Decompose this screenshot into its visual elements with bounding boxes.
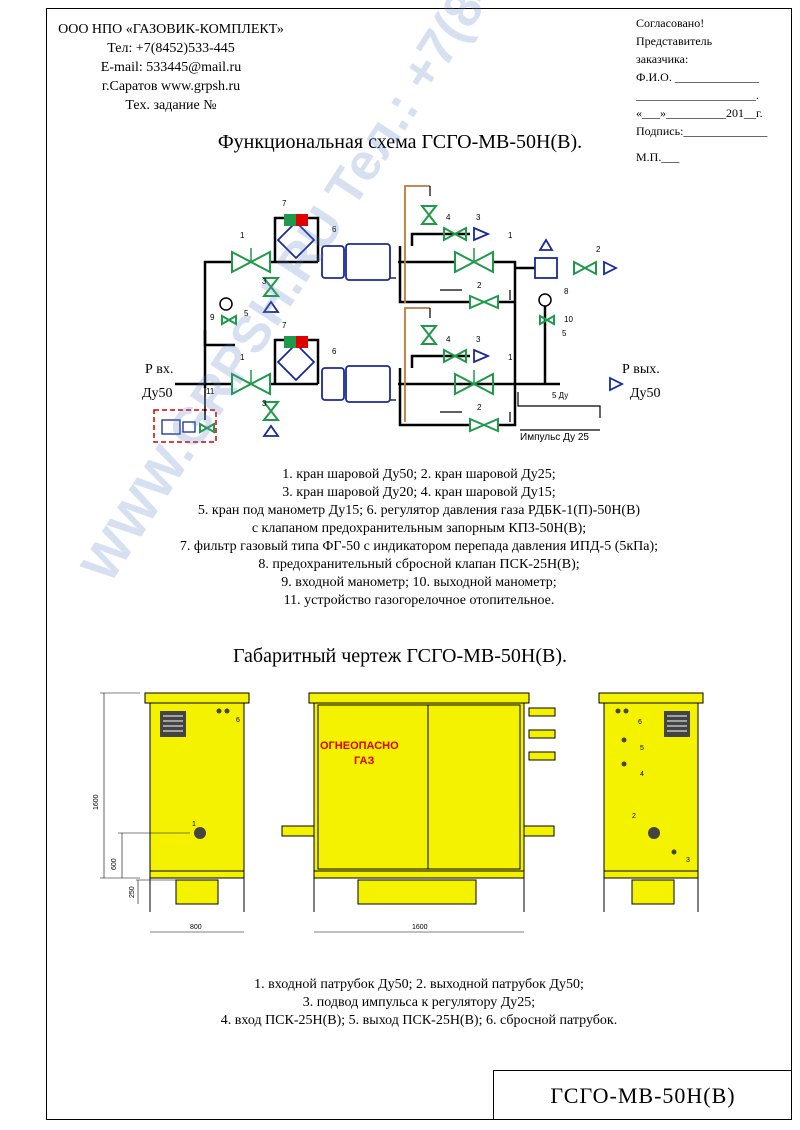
marker-1: 1 [192, 821, 196, 828]
stamp-place: М.П.___ [636, 150, 680, 164]
callout-11: 11 [206, 387, 215, 396]
legend-line: 1. входной патрубок Ду50; 2. выходной па… [254, 977, 584, 992]
outlet-label: Р вых. [622, 362, 660, 377]
callout-7: 7 [282, 199, 287, 208]
callout-7: 7 [282, 321, 287, 330]
company-name: ООО НПО «ГАЗОВИК-КОМПЛЕКТ» [58, 22, 284, 37]
callout-4: 4 [446, 335, 451, 344]
approval-line: Подпись:______________ [636, 124, 768, 138]
legend-line: 7. фильтр газовый типа ФГ-50 с индикатор… [179, 539, 659, 554]
drawing-title: Габаритный чертеж ГСГО-МВ-50Н(В). [232, 645, 568, 667]
warning-text: ГАЗ [354, 755, 374, 767]
marker-3: 3 [686, 857, 690, 864]
legend-line: 11. устройство газогорелочное отопительн… [283, 593, 555, 608]
dimension-base: 250 [129, 886, 136, 898]
callout-1: 1 [508, 231, 513, 240]
legend-line: 3. кран шаровой Ду20; 4. кран шаровой Ду… [282, 485, 556, 500]
marker-4: 4 [640, 771, 644, 778]
scheme-title: Функциональная схема ГСГО-МВ-50Н(В). [217, 131, 583, 153]
legend-line: 8. предохранительный сбросной клапан ПСК… [258, 557, 580, 572]
legend-line: 5. кран под манометр Ду15; 6. регулятор … [197, 503, 641, 518]
approval-block: Согласовано! Представитель заказчика: Ф.… [636, 14, 767, 140]
marker-5: 5 [640, 745, 644, 752]
callout-2: 2 [477, 403, 482, 412]
callout-8: 8 [564, 287, 569, 296]
technical-task: Тех. задание № [125, 98, 217, 113]
inlet-label: Р вх. [145, 362, 174, 377]
legend-line: 3. подвод импульса к регулятору Ду25; [302, 995, 536, 1010]
approval-line: «___»__________201__г. [636, 106, 763, 120]
impulse-label: Импульс Ду 25 [520, 432, 589, 443]
callout-3: 3 [262, 399, 267, 408]
callout-2: 2 [596, 245, 601, 254]
approval-line: Представитель [636, 34, 713, 48]
callout-6: 6 [332, 225, 337, 234]
inlet-size: Ду50 [142, 386, 173, 401]
scheme-legend: 1. кран шаровой Ду50; 2. кран шаровой Ду… [46, 466, 792, 610]
marker-2: 2 [632, 813, 636, 820]
callout-5: 5 [244, 309, 249, 318]
legend-line: с клапаном предохранительным запорным КП… [251, 521, 587, 536]
drawing-legend: 1. входной патрубок Ду50; 2. выходной па… [46, 976, 792, 1030]
callout-1: 1 [240, 353, 245, 362]
company-city-site: г.Саратов www.grpsh.ru [101, 79, 241, 94]
legend-line: 9. входной манометр; 10. выходной маноме… [281, 575, 557, 590]
outlet-size: Ду50 [630, 386, 661, 401]
company-block: ООО НПО «ГАЗОВИК-КОМПЛЕКТ» Тел: +7(8452)… [46, 20, 296, 115]
dimension-5du: 5 Ду [552, 391, 568, 400]
dimension-inlet: 600 [111, 858, 118, 870]
callout-4: 4 [446, 213, 451, 222]
callout-1: 1 [508, 353, 513, 362]
marker-6: 6 [638, 719, 642, 726]
dimension-depth: 800 [190, 924, 202, 931]
callout-1: 1 [240, 231, 245, 240]
callout-2: 2 [477, 281, 482, 290]
callout-10: 10 [564, 315, 573, 324]
approval-line: ____________________. [636, 88, 759, 102]
callout-9: 9 [210, 313, 215, 322]
legend-line: 1. кран шаровой Ду50; 2. кран шаровой Ду… [282, 467, 556, 482]
callout-6: 6 [332, 347, 337, 356]
title-block: ГСГО-МВ-50Н(В) [493, 1070, 792, 1120]
callout-3: 3 [476, 335, 481, 344]
legend-line: 4. вход ПСК-25Н(В); 5. выход ПСК-25Н(В);… [220, 1013, 618, 1028]
company-phone: Тел: +7(8452)533-445 [107, 41, 235, 56]
dimension-height: 1600 [93, 794, 100, 810]
warning-text: ОГНЕОПАСНО [320, 740, 399, 752]
approval-line: Согласовано! [636, 16, 705, 30]
approval-line: заказчика: [636, 52, 689, 66]
drawing-frame [46, 8, 792, 1120]
marker-6: 6 [236, 717, 240, 724]
callout-3: 3 [476, 213, 481, 222]
approval-line: Ф.И.О. ______________ [636, 70, 759, 84]
dimension-width: 1600 [412, 924, 428, 931]
callout-5: 5 [562, 329, 567, 338]
callout-3: 3 [262, 277, 267, 286]
company-email: E-mail: 533445@mail.ru [100, 60, 242, 75]
